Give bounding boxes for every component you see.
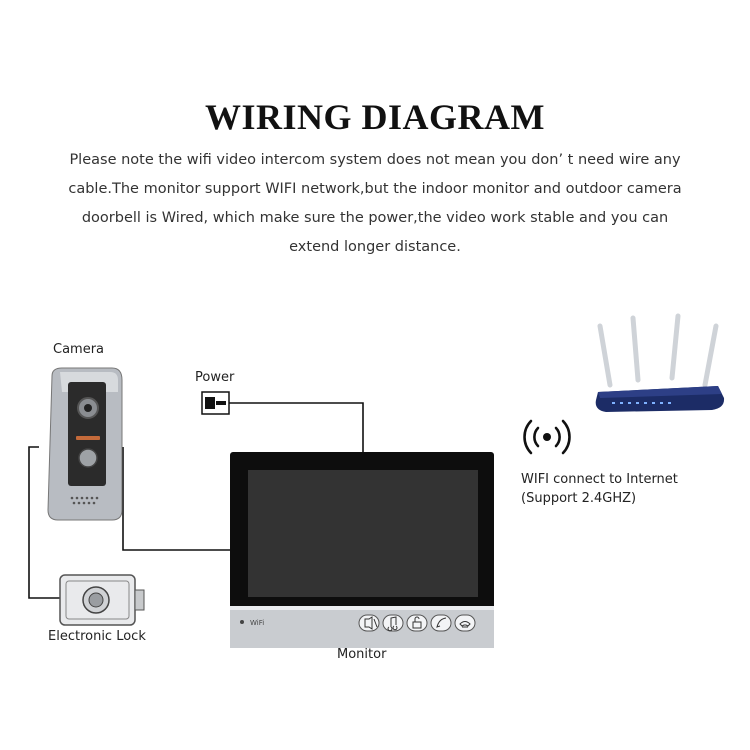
phone-answer-icon bbox=[436, 617, 447, 628]
camera-label: Camera bbox=[53, 342, 105, 357]
camera-to-lock-wire bbox=[28, 446, 60, 599]
talk-button[interactable] bbox=[430, 614, 452, 632]
camera-doorbell-icon bbox=[47, 367, 123, 521]
mute-icon bbox=[364, 616, 378, 630]
electronic-lock-icon bbox=[59, 574, 145, 626]
monitor-label: Monitor bbox=[337, 647, 387, 662]
power-adapter-icon bbox=[201, 391, 230, 415]
wifi-info-line1: WIFI connect to Internet bbox=[521, 472, 678, 487]
wifi-info-line2: (Support 2.4GHZ) bbox=[521, 491, 637, 506]
unlock-button[interactable] bbox=[406, 614, 428, 632]
electronic-lock-label: Electronic Lock bbox=[48, 629, 146, 644]
wifi-info: WIFI connect to Internet (Support 2.4GHZ… bbox=[521, 470, 678, 508]
diagram-title: WIRING DIAGRAM bbox=[205, 97, 545, 137]
hangup-button[interactable] bbox=[454, 614, 476, 632]
music-button[interactable] bbox=[382, 614, 404, 632]
power-label: Power bbox=[195, 370, 235, 385]
phone-hangup-icon bbox=[459, 621, 471, 628]
power-to-monitor-wire bbox=[229, 402, 364, 452]
diagram-description: Please note the wifi video intercom syst… bbox=[68, 152, 682, 255]
unlock-icon bbox=[412, 616, 422, 629]
monitor-wifi-label: WiFi bbox=[250, 619, 264, 627]
router-icon bbox=[595, 313, 725, 412]
camera-to-monitor-wire bbox=[122, 447, 232, 551]
wifi-signal-icon bbox=[523, 419, 571, 455]
music-note-icon bbox=[387, 616, 398, 632]
monitor-icon: WiFi bbox=[230, 452, 494, 648]
wires bbox=[28, 402, 364, 599]
